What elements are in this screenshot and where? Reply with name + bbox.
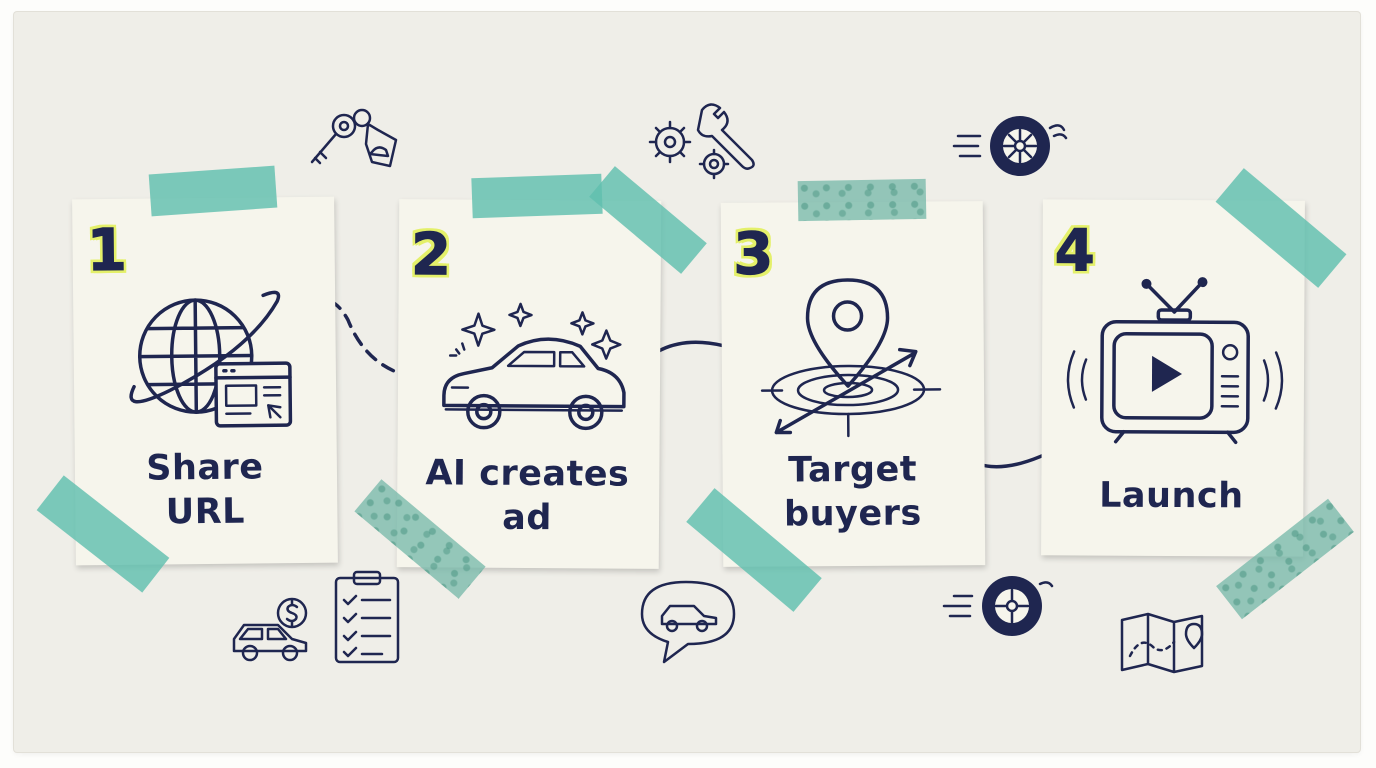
sparkling-car-icon xyxy=(442,302,626,431)
tape-card1-top xyxy=(148,165,278,217)
speeding-wheel-icon xyxy=(942,576,1054,636)
step-number-1: 1 xyxy=(86,215,128,285)
car-chat-icon xyxy=(640,580,736,664)
step-card-2: 2 AI creates ad xyxy=(396,199,662,569)
step-card-3: 3 Target buyers xyxy=(720,201,986,567)
step-card-1: 1 Share URL xyxy=(72,196,338,566)
globe-browser-icon xyxy=(129,290,293,428)
map-icon xyxy=(1120,612,1204,674)
step-number-2: 2 xyxy=(410,220,452,289)
speeding-wheel-icon xyxy=(952,116,1068,176)
step-label-3a: Target xyxy=(788,449,918,491)
step-label-4: Launch xyxy=(1099,475,1244,517)
step-label-2a: AI creates xyxy=(425,453,630,495)
tape-card3-top xyxy=(797,178,927,222)
step-card-4: 4 Launch xyxy=(1041,199,1305,557)
car-price-icon xyxy=(232,597,308,662)
location-target-icon xyxy=(760,278,942,438)
checklist-icon xyxy=(334,570,400,664)
car-key-icon xyxy=(310,108,398,168)
gears-wrench-icon xyxy=(648,103,755,180)
retro-tv-play-icon xyxy=(1066,277,1284,445)
step-label-1a: Share xyxy=(146,447,264,489)
tape-card2-top xyxy=(471,173,603,219)
